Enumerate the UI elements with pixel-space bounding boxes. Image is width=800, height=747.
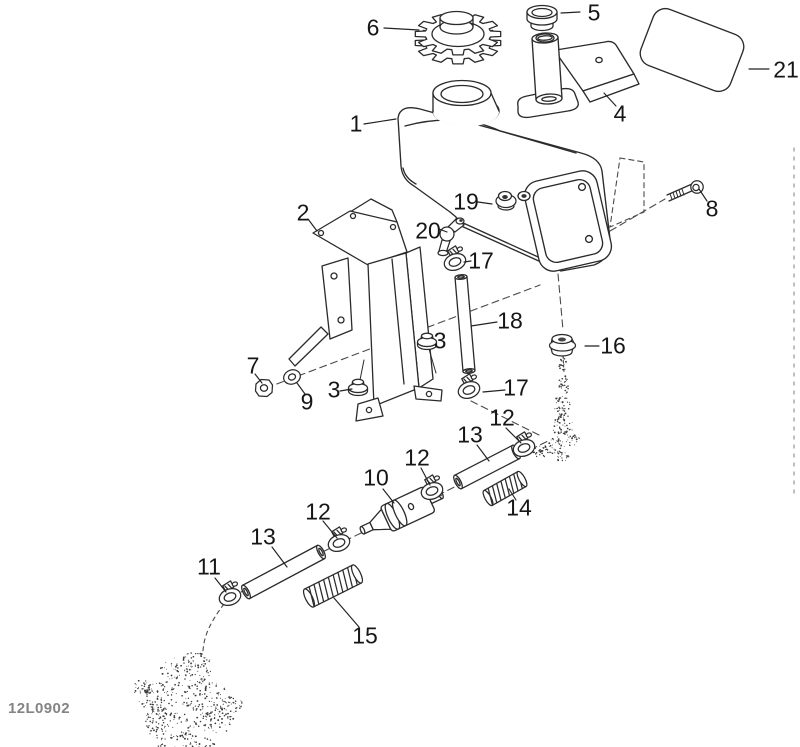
leader-9 [296,382,306,395]
strap-hole [337,316,345,324]
leader-20 [438,228,448,233]
leg-foot [437,249,449,257]
tank-end-cap [523,170,613,272]
plate-hole [349,212,357,220]
valve-tip-rim [359,525,366,535]
leader-1 [363,118,397,125]
washer-hole [287,373,297,381]
channel-crease [391,258,405,385]
leader-17-upper [463,260,472,263]
axis-bolt7-to-tank [265,284,541,389]
fitting-hole-center [521,194,527,198]
tank-end-hole [577,182,587,192]
part-21-panel [639,7,745,93]
axis-hose18-to-valve [470,400,542,437]
leader-10 [382,488,395,504]
bracket-flange [582,73,640,103]
hose-routing-curve [202,603,225,652]
leader-17-lower [482,389,506,393]
valve-slot [407,502,415,511]
part-20-elbow-fitting [437,217,465,257]
part-15-spring [302,564,364,608]
plug-top-inner [531,7,553,18]
part-11-clamp [218,580,242,607]
nipple-bore [459,219,463,222]
part-7-nut [254,378,274,398]
leader-19 [477,201,493,205]
part-12-clamp [327,526,351,553]
leader-lines [214,11,770,628]
bracket-hole [595,56,603,64]
leader-8 [698,188,708,202]
part-1-oil-tank [397,79,613,272]
filler-neck-opening [440,84,484,104]
leader-3-lower [339,388,353,392]
part-2-mounting-bracket [288,198,443,422]
part-14-spring [482,470,528,507]
tank-end-hole [584,234,594,244]
part-3-nut [347,378,369,397]
leader-12-right [505,427,522,444]
axis-tank-to-grommet [557,273,564,331]
engine-outline-stipple [134,652,243,747]
stipple-layer [134,357,580,747]
part-18-hose [454,274,476,374]
filler-tube-cylinder [531,32,563,105]
part-16-grommet [548,333,577,357]
filler-neck-top [432,79,492,107]
filler-tube [531,32,563,105]
filler-neck-sides [432,92,500,113]
tank-left-crease [402,167,417,185]
part-5-plug [526,4,558,32]
axis-grommet-to-valve [562,355,565,373]
grommet-bore [558,337,566,342]
springs-layer [302,470,528,608]
leader-7 [254,373,263,384]
diagram-code: 12L0902 [8,700,71,717]
elbow-ball [439,226,455,242]
part-8-bolt [666,180,704,202]
nut-bore [259,384,269,392]
bracket-arm [288,326,329,367]
leader-13-left [271,546,288,568]
axis-to-bolt8 [609,198,666,232]
plate-hole [317,229,325,237]
leader-6 [383,27,420,31]
small-hardware [254,180,704,398]
leader-4 [603,92,617,107]
part-17-clamp [457,373,481,400]
oil-pump-valve-stipple [532,357,580,462]
foot-hole [425,390,433,398]
leader-13-right [476,444,490,462]
part-17-clamp [443,245,467,272]
valve-collar [391,499,408,527]
fitting-bore [502,195,508,199]
mounting-plane-outline [609,157,645,228]
part-9-washer [283,369,301,385]
part-3-nut [416,332,438,351]
part-13-hose-left [241,544,326,600]
panel-outline [639,7,745,93]
strap-hole [330,272,338,280]
part-19-fitting [495,190,517,211]
part-6-tank-cap [414,10,502,65]
side-strap [321,257,353,340]
clamps-layer [218,245,536,607]
leader-12-mid [420,467,431,486]
foot-hole [365,406,373,414]
leader-11 [214,577,227,593]
leader-15 [333,597,360,628]
part-4-support-bracket [517,32,640,119]
leader-18 [470,321,498,327]
leader-5 [560,11,581,14]
plate-hole [389,223,397,231]
hoses-layer [241,274,521,600]
leader-2 [307,218,318,232]
leader-14 [508,488,517,501]
bracket-top-plate [312,210,408,266]
nut-position-line [359,348,437,381]
part-12-clamp [512,431,536,458]
leader-12-left [322,520,338,539]
